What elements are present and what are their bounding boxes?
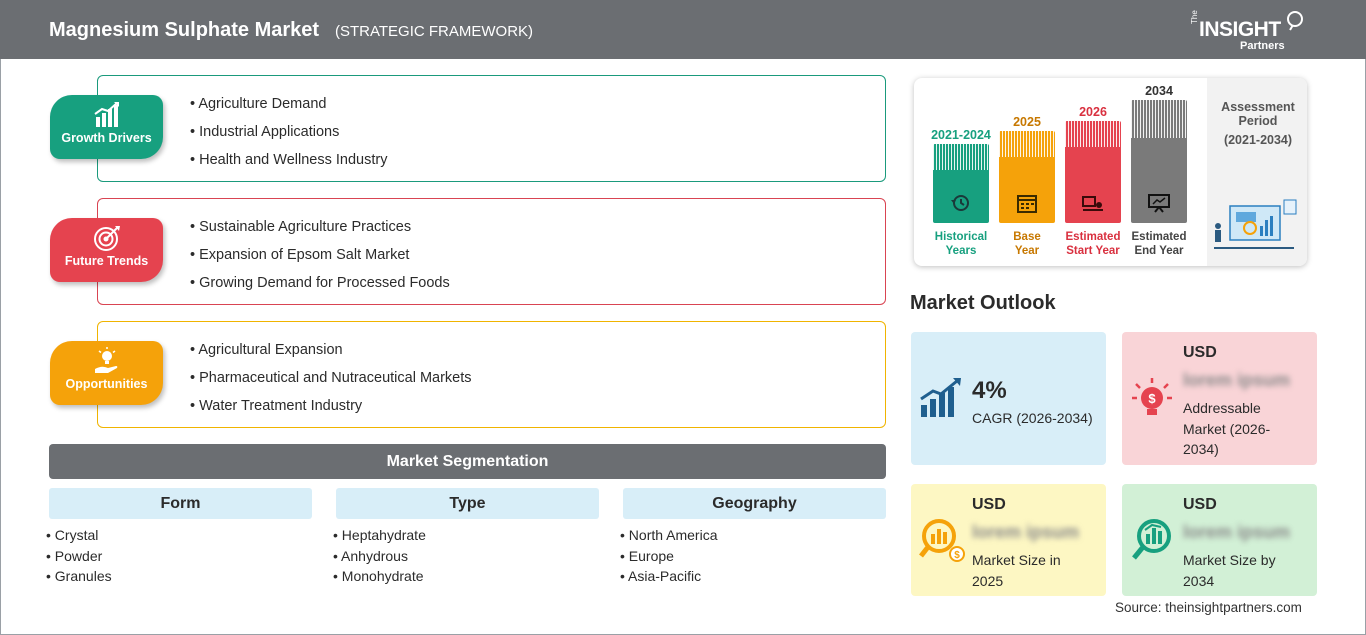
future-trends-badge: Future Trends [50,218,163,282]
segment-header: Type [336,488,599,519]
list-item: Health and Wellness Industry [190,151,387,179]
page-title: Magnesium Sulphate Market [49,19,320,41]
year-bar-stripes [1065,121,1121,147]
list-item: Water Treatment Industry [190,397,472,425]
analytics-illustration-icon [1214,199,1297,249]
growth-bars-icon [920,378,961,417]
segment-header: Form [49,488,312,519]
year-caption: Years [945,245,977,257]
list-item: Anhydrous [333,547,599,568]
addressable-label: Addressable Market (2026-2034) [1183,400,1271,457]
future-trends-list: Sustainable Agriculture Practices Expans… [190,218,450,302]
header-bar: Magnesium Sulphate Market (STRATEGIC FRA… [0,0,1366,59]
opportunities-list: Agricultural Expansion Pharmaceutical an… [190,341,472,425]
addressable-value: lorem ipsum [1183,370,1291,390]
addressable-currency: USD [1183,344,1217,361]
list-item: Industrial Applications [190,123,387,151]
presentation-icon [1148,194,1170,213]
assessment-period-card: 2021-2024 Historical Years 2025 Base Yea… [914,78,1307,266]
size2034-currency: USD [1183,496,1217,513]
segment-list: Crystal Powder Granules [46,526,312,588]
magnifier-chart-icon [1132,519,1171,560]
cagr-value: 4% [972,377,1007,404]
year-caption: End Year [1134,245,1184,257]
list-item: Pharmaceutical and Nutraceutical Markets [190,369,471,397]
year-caption: Year [1014,245,1040,257]
logo-partners: Partners [1240,40,1285,52]
size2025-value: lorem ipsum [972,522,1080,542]
growth-drivers-box: Agriculture Demand Industrial Applicatio… [97,75,886,182]
segmentation-title: Market Segmentation [49,444,886,479]
list-item: Europe [620,547,886,568]
segment-list: North America Europe Asia-Pacific [620,526,886,588]
year-caption: Historical [934,231,988,243]
year-caption: Estimated [1131,231,1187,243]
list-item: Monohydrate [333,567,599,588]
segment-geography: Geography North America Europe Asia-Paci… [623,488,886,588]
cagr-label: CAGR (2026-2034) [972,410,1093,426]
market-size-2034-card: USD lorem ipsum Market Size by 2034 [1122,484,1317,596]
assessment-range: (2021-2034) [1223,133,1293,147]
year-bar-stripes [999,131,1055,157]
market-outlook-title: Market Outlook [910,292,1056,314]
idea-dollar-icon: $ [1132,378,1172,415]
target-icon [93,226,120,251]
segment-form: Form Crystal Powder Granules [49,488,312,588]
size2034-label: Market Size by 2034 [1183,552,1276,589]
svg-text:$: $ [954,550,960,561]
opportunities-label: Opportunities [65,377,148,391]
segment-type: Type Heptahydrate Anhydrous Monohydrate [336,488,599,588]
list-item: Asia-Pacific [620,567,886,588]
segment-list: Heptahydrate Anhydrous Monohydrate [333,526,599,588]
opportunities-box: Agricultural Expansion Pharmaceutical an… [97,321,886,428]
year-caption: Base [1013,231,1041,243]
list-item: Agricultural Expansion [190,341,472,369]
logo-brand: INSIGHT [1199,18,1281,41]
list-item: Growing Demand for Processed Foods [190,274,450,302]
list-item: Expansion of Epsom Salt Market [190,246,450,274]
size2034-value: lorem ipsum [1183,522,1291,542]
list-item: North America [620,526,886,547]
logo-the: The [1190,10,1199,24]
year-label: 2025 [1013,115,1041,129]
source-note: Source: theinsightpartners.com [1115,600,1302,615]
list-item: Sustainable Agriculture Practices [190,218,450,246]
future-trends-label: Future Trends [64,254,149,268]
growth-chart-icon [93,102,119,127]
list-item: Heptahydrate [333,526,599,547]
growth-drivers-label: Growth Drivers [61,131,152,145]
market-size-2025-card: $ USD lorem ipsum Market Size in 2025 [911,484,1106,596]
year-bar-stripes [933,144,989,170]
magnifier-chart-icon: $ [919,519,965,562]
svg-text:$: $ [1148,391,1156,406]
future-trends-box: Sustainable Agriculture Practices Expans… [97,198,886,305]
page-subtitle: (STRATEGIC FRAMEWORK) [335,23,534,40]
year-label: 2034 [1145,84,1173,98]
growth-drivers-badge: Growth Drivers [50,95,163,159]
year-bar-stripes [1131,100,1187,138]
growth-drivers-list: Agriculture Demand Industrial Applicatio… [190,95,387,179]
size2025-label: Market Size in 2025 [972,552,1061,589]
addressable-market-card: $ USD lorem ipsum Addressable Market (20… [1122,332,1317,465]
segment-header: Geography [623,488,886,519]
size2025-currency: USD [972,496,1006,513]
opportunities-badge: Opportunities [50,341,163,405]
logo-magnifier-icon [1287,11,1303,31]
lightbulb-hand-icon [94,347,117,373]
year-caption: Estimated [1065,231,1121,243]
cagr-card: 4% CAGR (2026-2034) [911,332,1106,465]
year-label: 2021-2024 [931,128,991,142]
year-caption: Start Year [1066,245,1120,257]
year-label: 2026 [1079,105,1107,119]
calendar-icon [1017,195,1037,213]
history-icon [951,195,969,211]
insight-partners-logo: The INSIGHT Partners [1190,10,1310,54]
assessment-title: Assessment Period [1221,100,1295,128]
list-item: Crystal [46,526,312,547]
list-item: Powder [46,547,312,568]
list-item: Granules [46,567,312,588]
start-flag-icon [1082,196,1103,211]
list-item: Agriculture Demand [190,95,387,123]
